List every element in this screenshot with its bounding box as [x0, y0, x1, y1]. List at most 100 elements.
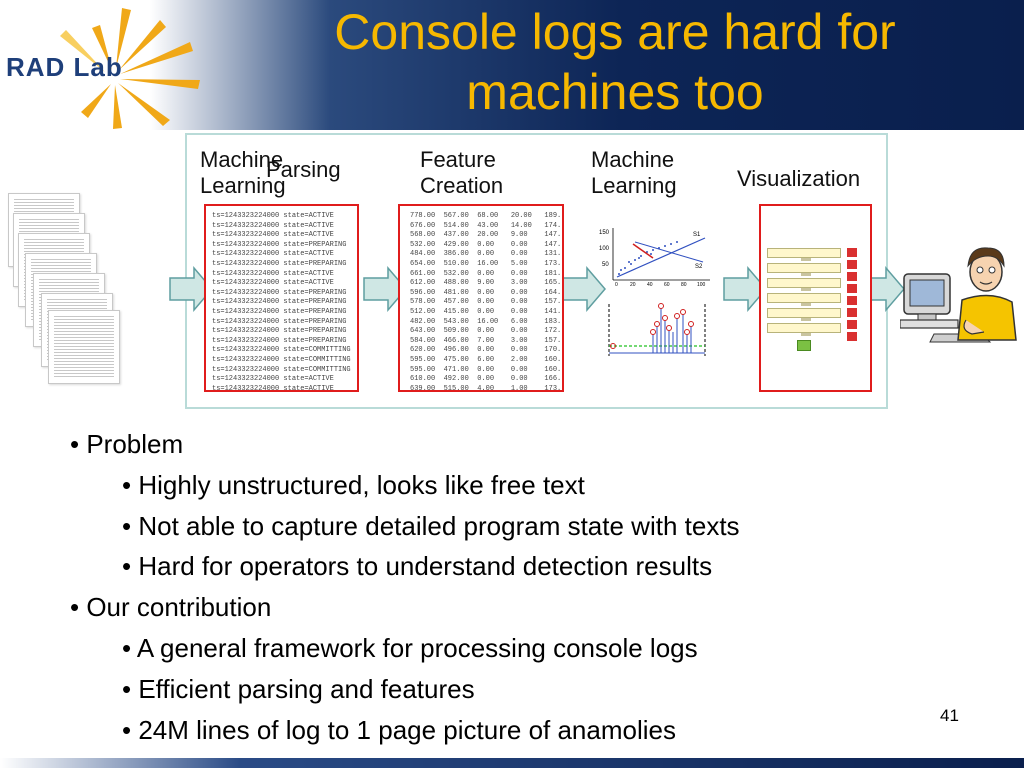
viz-anomaly-cell [847, 272, 857, 281]
arrow-right-icon [169, 266, 213, 312]
viz-row [801, 318, 811, 321]
parsed-log-line: ts=1243323224000 state=PREPARING [212, 240, 347, 249]
label-machine-learning: Machine Learning [591, 147, 677, 198]
feature-row: 584.00 466.00 7.00 3.00 157. [410, 336, 562, 345]
x-tick: 100 [697, 282, 706, 288]
parsed-log-line: ts=1243323224000 state=ACTIVE [212, 212, 334, 220]
operator-at-computer-icon [900, 247, 1017, 343]
feature-row: 482.00 543.00 16.00 6.00 183. [410, 317, 562, 326]
feature-panel: 778.00 567.00 68.00 20.00 189.676.00 514… [398, 204, 564, 392]
footer-bar [0, 758, 1024, 768]
parsed-log-line: ts=1243323224000 state=COMMITTING [212, 365, 351, 374]
parsed-log-line: ts=1243323224000 state=COMMITTING [212, 355, 351, 364]
parsed-log-line: ts=1243323224000 state=ACTIVE [212, 250, 334, 259]
viz-row [801, 288, 811, 291]
label-visualization: Visualization [737, 166, 861, 191]
ml-plots: 150 100 50 S1 S2 0 20 40 60 80 100 [599, 228, 710, 356]
parsed-log-line: ts=1243323224000 state=ACTIVE [212, 231, 334, 240]
feature-row: 484.00 386.00 0.00 0.00 131. [410, 250, 562, 259]
viz-content [761, 244, 870, 354]
feature-matrix: 778.00 567.00 68.00 20.00 189.676.00 514… [410, 212, 562, 392]
viz-end-marker [797, 340, 811, 351]
sub-bullet-item: • 24M lines of log to 1 page picture of … [122, 714, 676, 745]
feature-row: 654.00 510.00 16.00 5.00 173. [410, 259, 562, 268]
feature-row: 578.00 457.00 0.00 0.00 157. [410, 298, 562, 307]
feature-row: 612.00 488.00 9.00 3.00 165. [410, 279, 562, 288]
viz-row [767, 263, 841, 273]
feature-row: 676.00 514.00 43.00 14.00 174. [410, 221, 562, 230]
parsed-log-line: ts=1243323224000 state=PREPARING [212, 336, 347, 345]
label-feature-creation: Feature Creation [420, 147, 504, 198]
parsed-log-line: ts=1243323224000 state=ACTIVE [212, 221, 334, 230]
viz-anomaly-cell [847, 308, 857, 317]
sub-bullet-item: • Not able to capture detailed program s… [122, 510, 740, 541]
feature-row: 595.00 471.00 0.00 0.00 160. [410, 365, 562, 374]
x-tick: 60 [664, 282, 670, 288]
rad-lab-logo: RAD Lab [6, 8, 200, 129]
viz-anomaly-cell [847, 248, 857, 257]
viz-anomaly-cell [847, 320, 857, 329]
feature-row: 639.00 515.00 4.00 1.00 173. [410, 384, 562, 392]
viz-row [801, 333, 811, 336]
parsed-log-line: ts=1243323224000 state=PREPARING [212, 298, 347, 307]
parsed-log-line: ts=1243323224000 state=PREPARING [212, 288, 347, 297]
x-tick: 20 [630, 282, 636, 288]
viz-row [801, 258, 811, 261]
feature-row: 595.00 475.00 6.00 2.00 160. [410, 355, 562, 364]
sub-bullet-item: • Hard for operators to understand detec… [122, 551, 713, 582]
label-machine-learning-overlap: Machine Learning [200, 147, 286, 198]
vector-label: S2 [695, 264, 703, 270]
arrow-right-icon [723, 266, 767, 312]
feature-row: 643.00 509.00 0.00 0.00 172. [410, 327, 562, 336]
viz-row [767, 293, 841, 303]
parsed-log-line: ts=1243323224000 state=PREPARING [212, 327, 347, 336]
sub-bullet-item: • Efficient parsing and features [122, 673, 475, 704]
viz-row [767, 248, 841, 258]
parsed-log-line: ts=1243323224000 state=PREPARING [212, 307, 347, 316]
arrow-right-icon [562, 266, 606, 312]
arrow-right-icon [363, 266, 407, 312]
slide-title: Console logs are hard for machines too [250, 2, 980, 122]
sub-bullet-item: • A general framework for processing con… [122, 633, 698, 663]
vector-label: S1 [693, 232, 701, 238]
feature-row: 532.00 429.00 0.00 0.00 147. [410, 240, 562, 249]
y-tick: 100 [599, 246, 610, 252]
viz-row [767, 308, 841, 318]
viz-row [801, 303, 811, 306]
label-parsing: Parsing [266, 157, 341, 182]
feature-row: 512.00 415.00 0.00 0.00 141. [410, 307, 562, 316]
parsed-log-line: ts=1243323224000 state=ACTIVE [212, 269, 334, 278]
parsed-log-line: ts=1243323224000 state=ACTIVE [212, 279, 334, 288]
feature-row: 778.00 567.00 68.00 20.00 189. [410, 212, 562, 220]
feature-row: 610.00 492.00 0.00 0.00 166. [410, 375, 562, 384]
viz-anomaly-cell [847, 260, 857, 269]
viz-anomaly-cell [847, 284, 857, 293]
viz-row [767, 323, 841, 333]
parsed-log-line: ts=1243323224000 state=ACTIVE [212, 375, 334, 384]
y-tick: 50 [602, 262, 609, 268]
feature-row: 596.00 481.00 0.00 0.00 164. [410, 288, 562, 297]
y-tick: 150 [599, 230, 610, 236]
slide-header: RAD Lab Console logs are hard for machin… [0, 0, 1024, 130]
title-line-1: Console logs are hard for [334, 4, 896, 60]
parsed-log-line: ts=1243323224000 state=ACTIVE [212, 384, 334, 392]
feature-row: 568.00 437.00 20.00 9.00 147. [410, 231, 562, 240]
x-tick: 0 [615, 282, 618, 288]
bullet-item: • Our contribution [70, 592, 272, 623]
viz-anomaly-cell [847, 332, 857, 341]
viz-row [801, 273, 811, 276]
parsed-log-line: ts=1243323224000 state=COMMITTING [212, 346, 351, 355]
x-tick: 40 [647, 282, 653, 288]
parsed-log-line: ts=1243323224000 state=PREPARING [212, 317, 347, 326]
viz-anomaly-cell [847, 296, 857, 305]
visualization-panel [759, 204, 872, 392]
feature-row: 661.00 532.00 0.00 0.00 181. [410, 269, 562, 278]
log-page [48, 310, 120, 384]
parsed-log-line: ts=1243323224000 state=PREPARING [212, 259, 347, 268]
slide-number: 41 [940, 706, 959, 725]
title-line-2: machines too [466, 64, 764, 120]
feature-row: 620.00 496.00 0.00 0.00 170. [410, 346, 562, 355]
viz-row [767, 278, 841, 288]
